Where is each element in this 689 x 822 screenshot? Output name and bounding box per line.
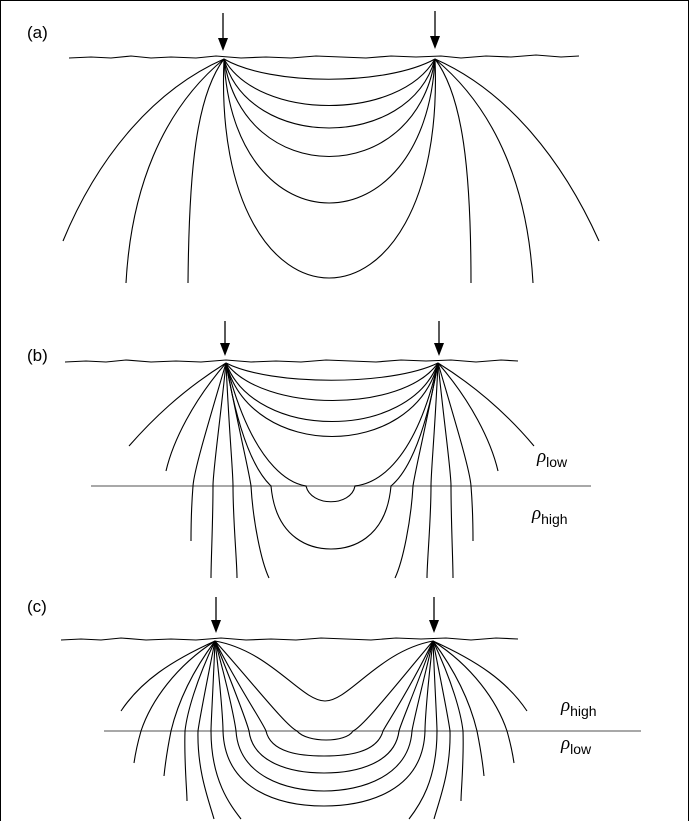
current-electrode-arrow-right <box>430 11 440 49</box>
current-electrode-arrow-right <box>434 321 444 356</box>
lower-layer-resistivity-label: ρhigh <box>531 503 568 527</box>
panel-b-label: (b) <box>27 346 48 365</box>
upper-layer-resistivity-label: ρhigh <box>560 695 597 719</box>
current-flow-lines <box>128 362 535 579</box>
upper-layer-resistivity-label: ρlow <box>536 446 568 470</box>
current-electrode-arrow-right <box>429 597 439 633</box>
ground-surface <box>60 637 519 641</box>
panel-c-label: (c) <box>27 597 47 616</box>
current-flow-lines <box>62 58 600 284</box>
panel-a: (a) <box>27 11 600 284</box>
current-electrode-arrow-left <box>220 321 230 356</box>
ground-surface <box>64 359 519 363</box>
current-electrode-arrow-left <box>211 597 221 633</box>
current-flow-lines <box>120 640 528 820</box>
lower-layer-resistivity-label: ρlow <box>560 733 592 757</box>
panel-b: (b) <box>27 321 591 579</box>
panel-c: (c) <box>27 597 641 820</box>
current-electrode-arrow-left <box>218 13 228 51</box>
ground-surface <box>68 54 580 59</box>
panel-a-label: (a) <box>27 23 48 42</box>
